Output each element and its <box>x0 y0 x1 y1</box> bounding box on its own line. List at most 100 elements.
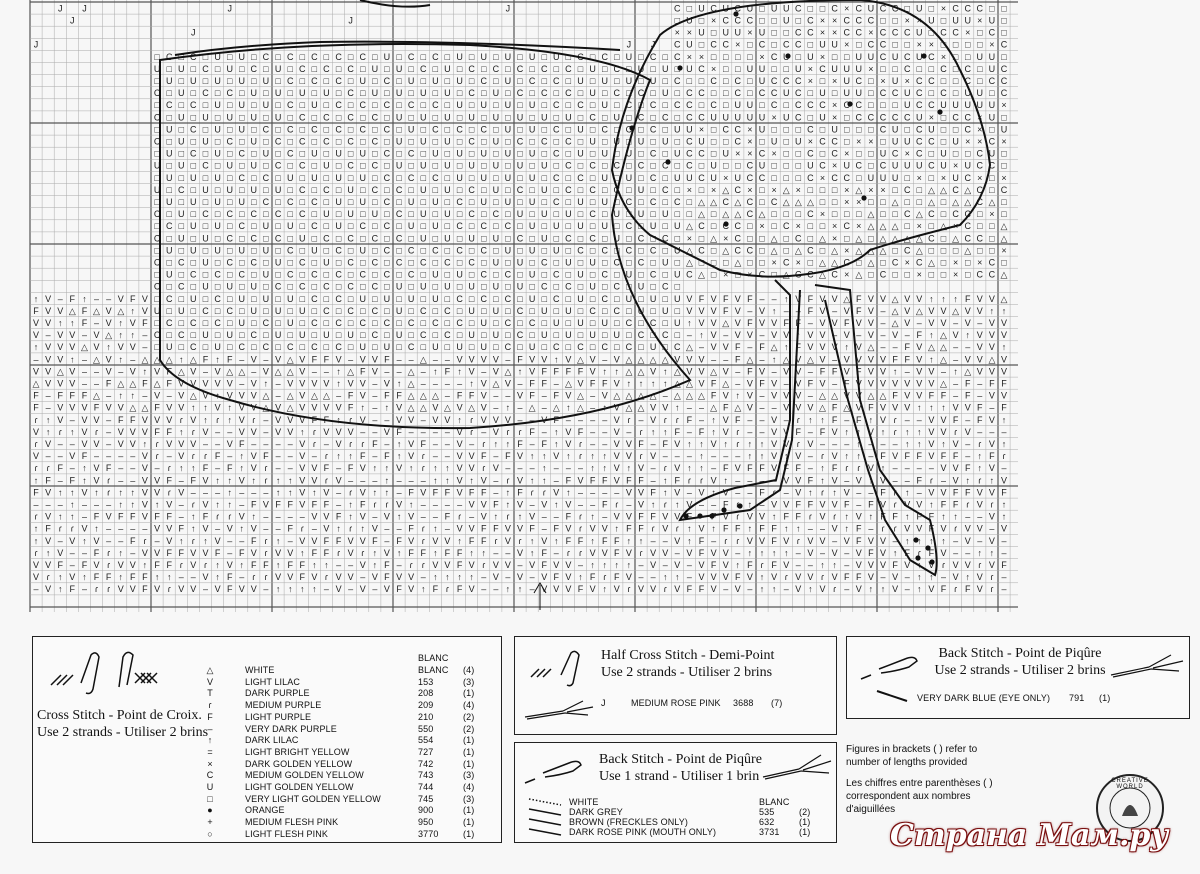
svg-text:ɾ: ɾ <box>797 439 800 449</box>
svg-text:□: □ <box>445 173 451 183</box>
svg-text:↑: ↑ <box>881 584 886 594</box>
svg-text:□: □ <box>505 88 511 98</box>
svg-text:C: C <box>904 64 911 74</box>
svg-text:□: □ <box>166 282 172 292</box>
svg-text:–: – <box>941 366 946 376</box>
svg-text:ɾ: ɾ <box>446 584 449 594</box>
svg-text:–: – <box>360 427 365 437</box>
svg-text:□: □ <box>747 233 753 243</box>
svg-text:△: △ <box>892 233 899 243</box>
svg-text:△: △ <box>819 270 826 280</box>
svg-text:C: C <box>505 221 512 231</box>
svg-text:U: U <box>178 209 185 219</box>
svg-text:U: U <box>420 112 427 122</box>
svg-text:↑: ↑ <box>687 524 692 534</box>
svg-text:ɾ: ɾ <box>954 427 957 437</box>
svg-text:C: C <box>372 233 379 243</box>
svg-text:□: □ <box>421 149 427 159</box>
svg-text:F: F <box>251 560 257 570</box>
svg-text:F: F <box>372 536 378 546</box>
svg-text:C: C <box>674 76 681 86</box>
svg-text:–: – <box>276 463 281 473</box>
svg-text:V: V <box>106 354 112 364</box>
svg-text:–: – <box>421 500 426 510</box>
svg-text:V: V <box>807 548 813 558</box>
svg-text:□: □ <box>699 100 705 110</box>
svg-text:×: × <box>1001 173 1006 183</box>
svg-text:ɾ: ɾ <box>180 560 183 570</box>
svg-text:□: □ <box>312 306 318 316</box>
svg-text:ɾ: ɾ <box>313 427 316 437</box>
svg-text:△: △ <box>771 245 778 255</box>
svg-text:F: F <box>408 524 414 534</box>
svg-text:□: □ <box>481 185 487 195</box>
svg-text:↑: ↑ <box>46 415 51 425</box>
svg-text:V: V <box>154 548 160 558</box>
svg-text:V: V <box>832 294 838 304</box>
svg-text:↑: ↑ <box>965 475 970 485</box>
svg-text:×: × <box>747 28 752 38</box>
svg-text:–: – <box>977 512 982 522</box>
svg-text:U: U <box>178 137 185 147</box>
svg-text:–: – <box>735 487 740 497</box>
svg-text:ɾ: ɾ <box>107 487 110 497</box>
svg-text:C: C <box>698 88 705 98</box>
svg-text:F: F <box>166 548 172 558</box>
svg-text:V: V <box>650 560 656 570</box>
svg-text:□: □ <box>590 318 596 328</box>
svg-text:V: V <box>795 391 801 401</box>
svg-text:U: U <box>396 88 403 98</box>
svg-text:V: V <box>832 427 838 437</box>
svg-text:□: □ <box>650 185 656 195</box>
svg-text:□: □ <box>493 342 499 352</box>
svg-text:–: – <box>445 391 450 401</box>
svg-text:U: U <box>468 306 475 316</box>
svg-text:V: V <box>311 536 317 546</box>
svg-text:U: U <box>674 173 681 183</box>
svg-text:C: C <box>904 245 911 255</box>
svg-text:□: □ <box>880 64 886 74</box>
svg-text:↑: ↑ <box>288 475 293 485</box>
svg-text:↑: ↑ <box>760 548 765 558</box>
svg-text:×: × <box>832 221 837 231</box>
svg-text:F: F <box>517 354 523 364</box>
svg-text:C: C <box>710 76 717 86</box>
svg-text:V: V <box>844 536 850 546</box>
svg-text:F: F <box>300 572 306 582</box>
svg-text:□: □ <box>711 209 717 219</box>
svg-text:↑: ↑ <box>131 391 136 401</box>
svg-text:C: C <box>420 64 427 74</box>
svg-text:–: – <box>421 415 426 425</box>
svg-text:U: U <box>444 185 451 195</box>
svg-text:↑: ↑ <box>639 379 644 389</box>
svg-text:△: △ <box>420 354 427 364</box>
svg-text:–: – <box>965 415 970 425</box>
svg-text:C: C <box>166 294 173 304</box>
svg-text:F: F <box>384 572 390 582</box>
svg-text:C: C <box>735 124 742 134</box>
svg-text:V: V <box>735 318 741 328</box>
svg-text:□: □ <box>481 64 487 74</box>
svg-text:↑: ↑ <box>409 463 414 473</box>
svg-text:□: □ <box>481 258 487 268</box>
svg-text:□: □ <box>517 149 523 159</box>
svg-text:×: × <box>977 137 982 147</box>
svg-text:–: – <box>965 512 970 522</box>
svg-text:□: □ <box>614 270 620 280</box>
svg-text:C: C <box>686 88 693 98</box>
svg-text:ɾ: ɾ <box>325 475 328 485</box>
leg-right-outline <box>814 284 938 577</box>
svg-text:△: △ <box>311 391 318 401</box>
svg-text:C: C <box>759 88 766 98</box>
svg-text:C: C <box>190 149 197 159</box>
svg-text:F: F <box>868 500 874 510</box>
svg-text:F: F <box>566 366 572 376</box>
svg-text:□: □ <box>626 306 632 316</box>
svg-text:□: □ <box>215 64 221 74</box>
svg-text:U: U <box>964 100 971 110</box>
svg-text:C: C <box>916 137 923 147</box>
svg-text:↑: ↑ <box>361 524 366 534</box>
svg-text:V: V <box>299 487 305 497</box>
svg-text:□: □ <box>542 124 548 134</box>
svg-text:V: V <box>69 403 75 413</box>
